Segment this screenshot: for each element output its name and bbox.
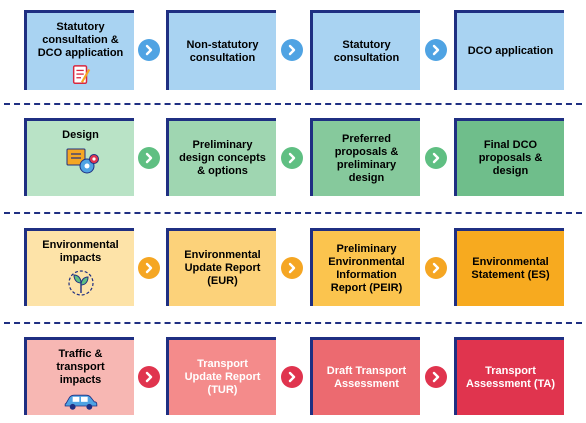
card-traffic-transport-impacts: Traffic & transport impacts — [24, 337, 134, 415]
card-label: DCO application — [467, 45, 554, 57]
row-environmental: Environmental impacts Environmental Upda… — [0, 228, 586, 313]
card-dco-application: DCO application — [454, 10, 564, 90]
section-divider — [4, 103, 582, 105]
chevron-right-icon — [138, 366, 160, 388]
card-label: Design — [62, 129, 99, 141]
card-label: Final DCO proposals & design — [478, 139, 543, 177]
document-pen-icon — [72, 65, 90, 84]
card-environmental-update-report: Environmental Update Report (EUR) — [166, 228, 276, 306]
card-non-statutory-consultation: Non-statutory consultation — [166, 10, 276, 90]
row-consultation: Statutory consultation & DCO application… — [0, 10, 586, 95]
chevron-right-icon — [281, 257, 303, 279]
chevron-right-icon — [425, 147, 447, 169]
card-environmental-impacts: Environmental impacts — [24, 228, 134, 306]
plant-leaf-icon — [67, 270, 94, 296]
section-divider — [4, 212, 582, 214]
design-gears-icon — [66, 148, 99, 174]
card-label: Preferred proposals & preliminary design — [334, 132, 399, 184]
card-transport-update-report: Transport Update Report (TUR) — [166, 337, 276, 415]
chevron-right-icon — [425, 366, 447, 388]
card-label: Environmental Update Report (EUR) — [184, 249, 261, 287]
card-label: Non-statutory consultation — [186, 38, 259, 64]
row-design: Design Preliminary design concepts & opt… — [0, 118, 586, 203]
card-peir: Preliminary Environmental Information Re… — [310, 228, 420, 306]
section-divider — [4, 322, 582, 324]
card-label: Statutory consultation & DCO application — [37, 21, 124, 59]
car-icon — [64, 394, 97, 410]
card-design: Design — [24, 118, 134, 196]
card-transport-assessment: Transport Assessment (TA) — [454, 337, 564, 415]
card-statutory-consultation-dco: Statutory consultation & DCO application — [24, 10, 134, 90]
chevron-right-icon — [281, 147, 303, 169]
card-preferred-proposals: Preferred proposals & preliminary design — [310, 118, 420, 196]
card-final-dco-proposals: Final DCO proposals & design — [454, 118, 564, 196]
card-draft-transport-assessment: Draft Transport Assessment — [310, 337, 420, 415]
chevron-right-icon — [138, 147, 160, 169]
chevron-right-icon — [425, 39, 447, 61]
card-label: Statutory consultation — [333, 38, 400, 64]
chevron-right-icon — [138, 39, 160, 61]
card-environmental-statement: Environmental Statement (ES) — [454, 228, 564, 306]
card-label: Environmental Statement (ES) — [471, 255, 550, 281]
chevron-right-icon — [425, 257, 447, 279]
chevron-right-icon — [281, 366, 303, 388]
chevron-right-icon — [281, 39, 303, 61]
card-label: Transport Update Report (TUR) — [184, 358, 261, 396]
card-label: Preliminary design concepts & options — [179, 139, 266, 177]
card-label: Environmental impacts — [42, 239, 119, 264]
card-label: Traffic & transport impacts — [56, 348, 105, 386]
card-statutory-consultation: Statutory consultation — [310, 10, 420, 90]
card-preliminary-design-concepts: Preliminary design concepts & options — [166, 118, 276, 196]
card-label: Draft Transport Assessment — [326, 364, 407, 390]
chevron-right-icon — [138, 257, 160, 279]
card-label: Transport Assessment (TA) — [465, 364, 556, 390]
card-label: Preliminary Environmental Information Re… — [328, 242, 405, 294]
row-transport: Traffic & transport impacts Transport Up… — [0, 337, 586, 417]
